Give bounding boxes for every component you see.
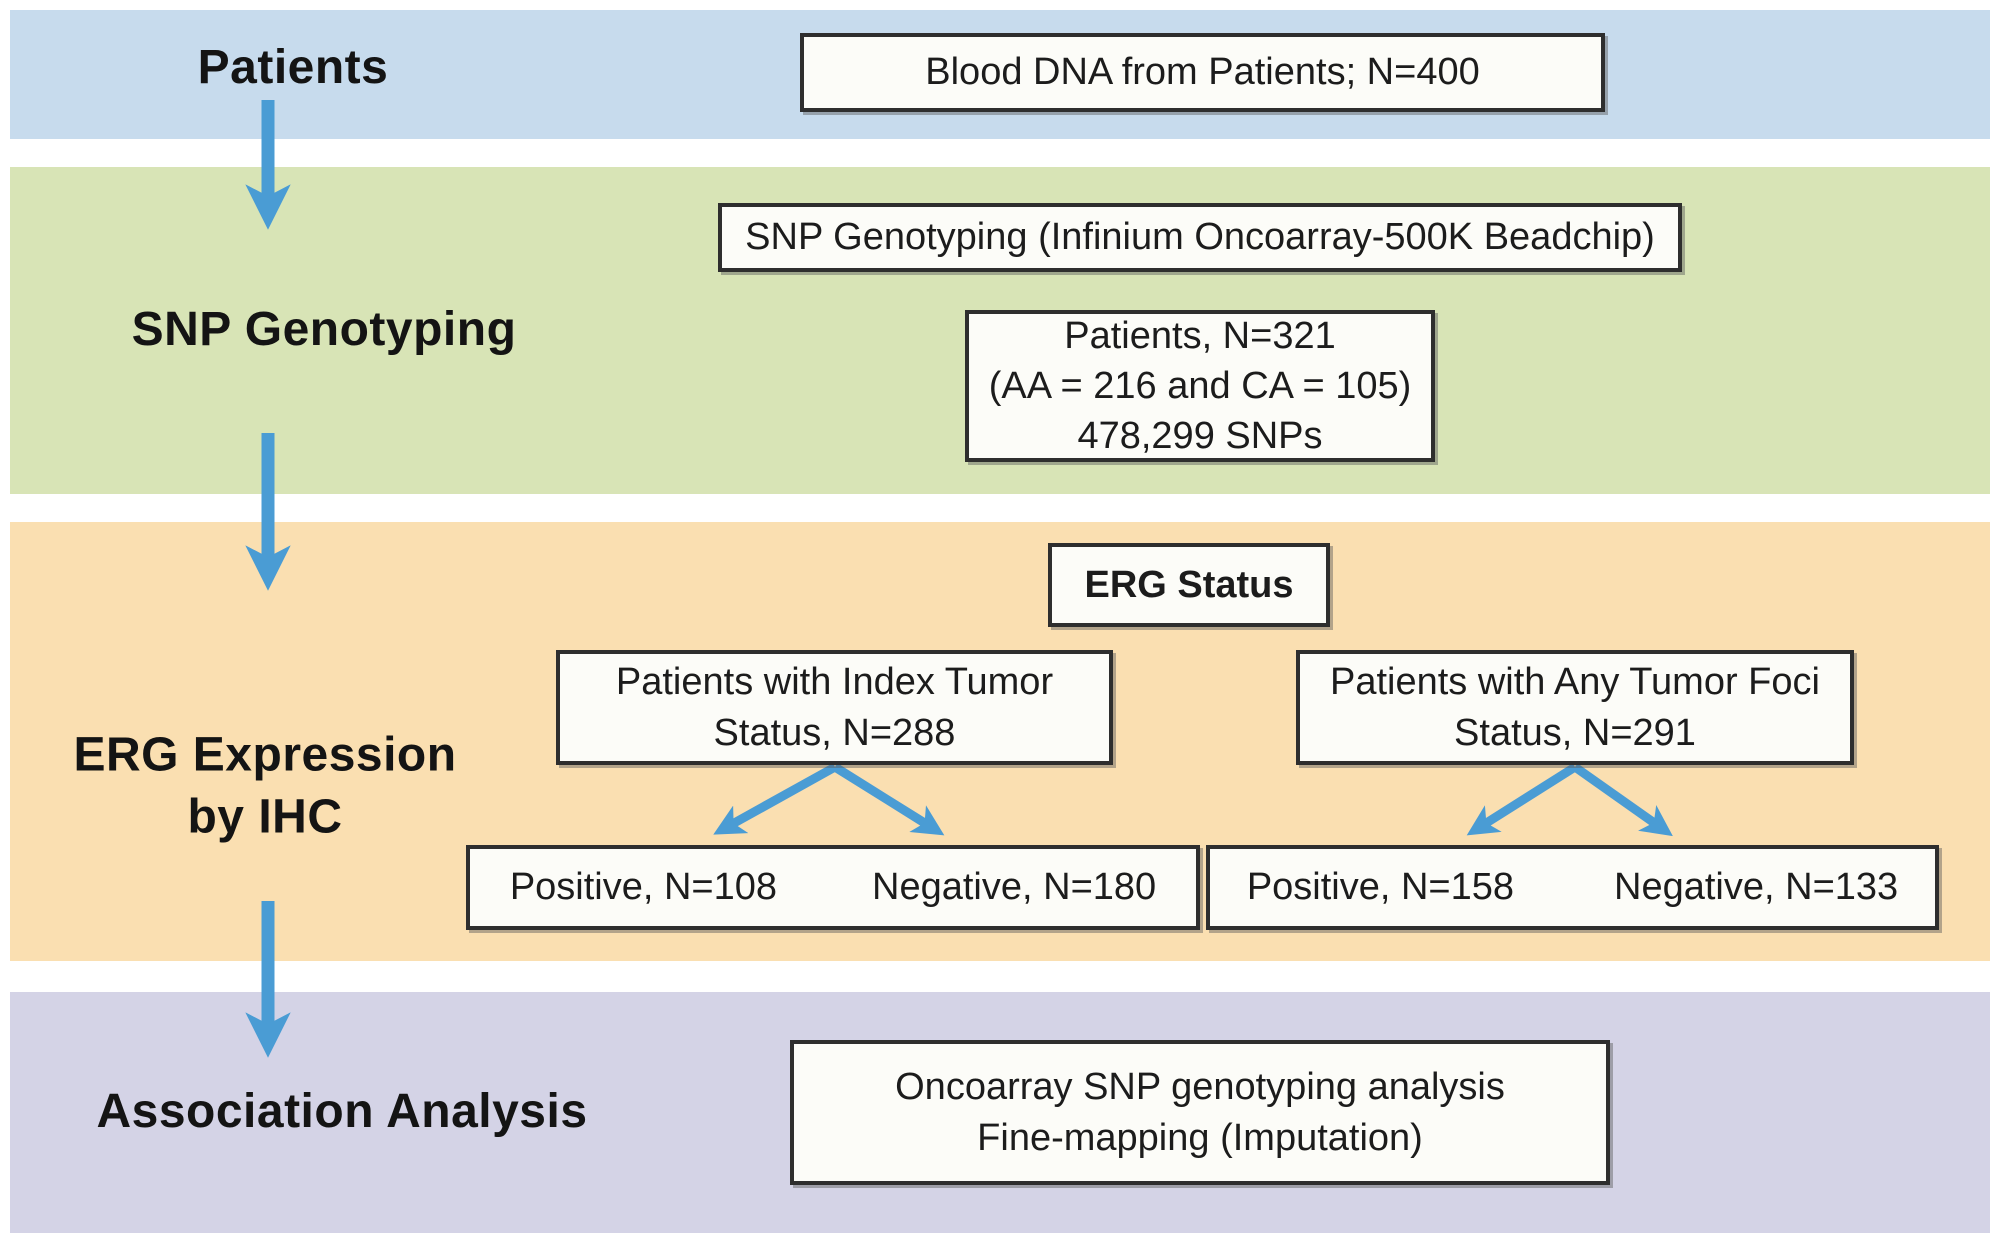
band-label-patients: Patients: [197, 40, 389, 94]
box-patients-genotyped: Patients, N=321 (AA = 216 and CA = 105) …: [965, 310, 1435, 462]
box-blood-dna-text: Blood DNA from Patients; N=400: [925, 51, 1480, 94]
box-erg-status-text: ERG Status: [1084, 563, 1294, 606]
any-negative-text: Negative, N=133: [1614, 866, 1899, 909]
box-snp-genotyping: SNP Genotyping (Infinium Oncoarray-500K …: [718, 203, 1682, 272]
band-label-association-analysis: Association Analysis: [96, 1084, 588, 1138]
band-label-erg-expression: ERG Expression by IHC: [73, 728, 457, 844]
box-index-tumor-text: Patients with Index Tumor Status, N=288: [615, 661, 1054, 754]
box-any-tumor-foci-text: Patients with Any Tumor Foci Status, N=2…: [1330, 661, 1820, 754]
box-patients-genotyped-text: Patients, N=321 (AA = 216 and CA = 105) …: [988, 314, 1412, 458]
box-any-tumor-foci: Patients with Any Tumor Foci Status, N=2…: [1296, 650, 1854, 765]
band-label-snp-genotyping: SNP Genotyping: [131, 302, 517, 356]
box-erg-status: ERG Status: [1048, 543, 1330, 627]
box-any-positive-negative: Positive, N=158 Negative, N=133: [1206, 845, 1939, 930]
box-snp-genotyping-text: SNP Genotyping (Infinium Oncoarray-500K …: [745, 216, 1655, 259]
box-index-tumor: Patients with Index Tumor Status, N=288: [556, 650, 1113, 765]
box-blood-dna: Blood DNA from Patients; N=400: [800, 33, 1605, 112]
box-index-positive-negative: Positive, N=108 Negative, N=180: [466, 845, 1200, 930]
index-positive-text: Positive, N=108: [509, 866, 778, 909]
box-association-analysis-text: Oncoarray SNP genotyping analysis Fine-m…: [895, 1066, 1505, 1159]
index-negative-text: Negative, N=180: [872, 866, 1157, 909]
box-association-analysis: Oncoarray SNP genotyping analysis Fine-m…: [790, 1040, 1610, 1185]
any-positive-text: Positive, N=158: [1246, 866, 1515, 909]
